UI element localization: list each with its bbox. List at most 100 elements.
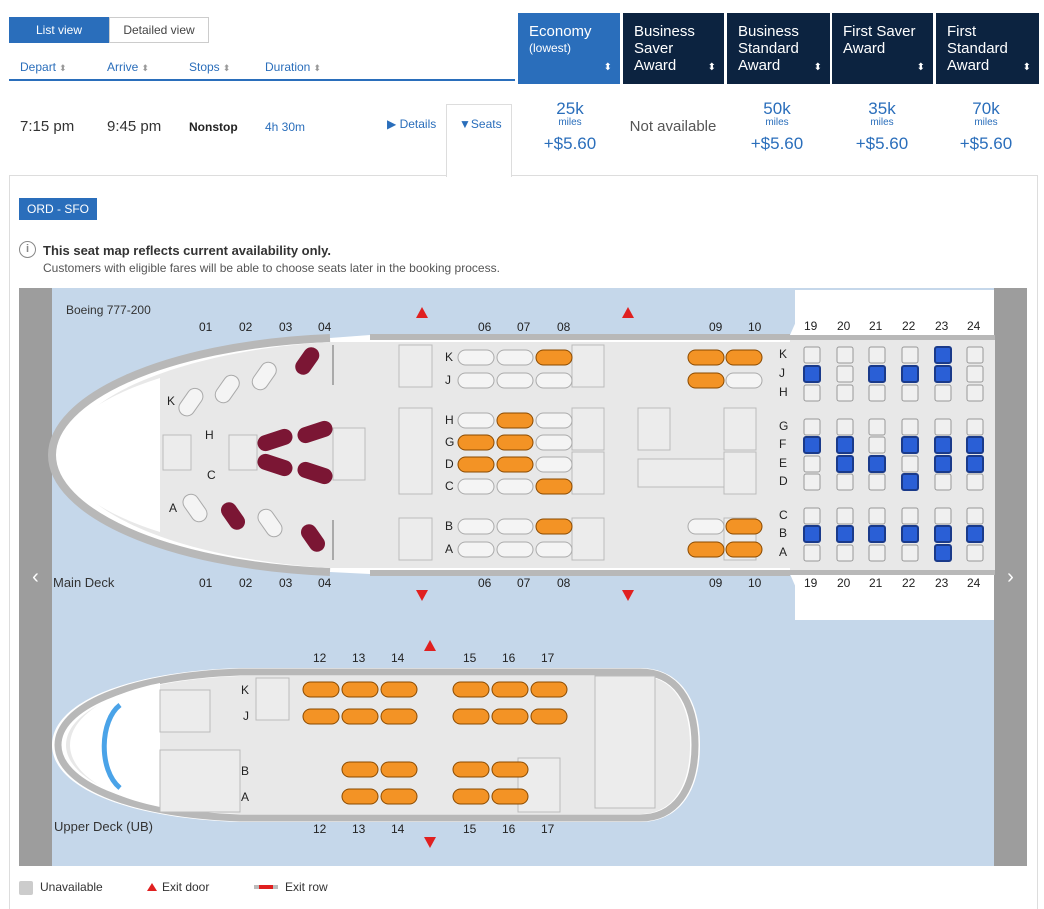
seat-first-unavailable[interactable] — [218, 499, 248, 533]
seat-first-unavailable[interactable] — [295, 419, 334, 445]
seat-available[interactable] — [725, 541, 763, 558]
seat-available[interactable] — [380, 681, 418, 698]
scroll-left-button[interactable]: ‹ — [19, 288, 52, 866]
sort-stops[interactable]: Stops⬍ — [189, 60, 230, 74]
seat-first-blocked — [251, 361, 277, 391]
row-label: 10 — [748, 320, 762, 334]
seat-available[interactable] — [901, 525, 919, 543]
seat-available[interactable] — [452, 761, 490, 778]
seat-available[interactable] — [491, 681, 529, 698]
row-label: A — [445, 542, 454, 556]
fare-header-first-saver[interactable]: First Saver Award ⬍ — [832, 13, 933, 84]
seat-available[interactable] — [687, 372, 725, 389]
price-economy[interactable]: 25k miles +$5.60 — [520, 100, 620, 154]
seat-available[interactable] — [535, 518, 573, 535]
seat-available[interactable] — [966, 436, 984, 454]
fare-header-business-standard[interactable]: Business Standard Award ⬍ — [727, 13, 830, 84]
seat-first-unavailable[interactable] — [298, 521, 328, 555]
seat-unavailable — [966, 544, 984, 562]
seat-available[interactable] — [868, 525, 886, 543]
seat-first-unavailable[interactable] — [295, 460, 334, 486]
seat-available[interactable] — [725, 518, 763, 535]
closet — [162, 434, 192, 471]
seat-available[interactable] — [496, 412, 534, 429]
price-first-saver[interactable]: 35k miles +$5.60 — [832, 100, 932, 154]
seat-available[interactable] — [535, 349, 573, 366]
seat-available[interactable] — [966, 455, 984, 473]
seat-available[interactable] — [302, 681, 340, 698]
seat-available[interactable] — [491, 788, 529, 805]
row-label: 14 — [391, 651, 405, 665]
price-unit: miles — [765, 117, 789, 128]
galley — [594, 675, 656, 809]
seat-available[interactable] — [836, 455, 854, 473]
scroll-right-button[interactable]: › — [994, 288, 1027, 866]
seat-available[interactable] — [496, 456, 534, 473]
seat-available[interactable] — [341, 788, 379, 805]
seats-tab[interactable] — [446, 104, 512, 177]
seat-available[interactable] — [452, 708, 490, 725]
seat-available[interactable] — [725, 349, 763, 366]
seat-available[interactable] — [901, 436, 919, 454]
exit-door-icon — [424, 837, 436, 848]
seat-available[interactable] — [901, 365, 919, 383]
legend-exit-row: Exit row — [285, 880, 328, 894]
seat-available[interactable] — [803, 365, 821, 383]
seat-available[interactable] — [302, 708, 340, 725]
price-business-standard[interactable]: 50k miles +$5.60 — [727, 100, 827, 154]
seat-available[interactable] — [380, 708, 418, 725]
seat-unavailable — [868, 346, 886, 364]
detailed-view-toggle[interactable]: Detailed view — [109, 17, 209, 43]
seat-available[interactable] — [803, 525, 821, 543]
seat-first-unavailable[interactable] — [292, 344, 322, 378]
seat-available[interactable] — [901, 473, 919, 491]
sort-depart[interactable]: Depart⬍ — [20, 60, 67, 74]
seat-available[interactable] — [535, 478, 573, 495]
seat-available[interactable] — [868, 365, 886, 383]
seat-available[interactable] — [341, 761, 379, 778]
seat-available[interactable] — [934, 436, 952, 454]
seat-available[interactable] — [687, 541, 725, 558]
seat-first-unavailable[interactable] — [255, 452, 294, 478]
seat-available[interactable] — [380, 761, 418, 778]
seat-available[interactable] — [803, 436, 821, 454]
seat-available[interactable] — [341, 708, 379, 725]
seat-available[interactable] — [496, 434, 534, 451]
seat-available[interactable] — [934, 346, 952, 364]
seat-available[interactable] — [934, 365, 952, 383]
seat-available[interactable] — [836, 525, 854, 543]
fare-header-business-saver[interactable]: Business Saver Award ⬍ — [623, 13, 724, 84]
seat-available[interactable] — [934, 544, 952, 562]
seat-available[interactable] — [530, 708, 568, 725]
seat-available[interactable] — [491, 708, 529, 725]
seat-available[interactable] — [934, 525, 952, 543]
seat-unavailable — [966, 418, 984, 436]
seats-link[interactable]: ▼Seats — [459, 117, 502, 131]
seat-available[interactable] — [452, 681, 490, 698]
seat-available[interactable] — [491, 761, 529, 778]
list-view-toggle[interactable]: List view — [9, 17, 109, 43]
details-link[interactable]: ▶ Details — [387, 117, 436, 131]
fare-header-economy[interactable]: Economy (lowest) ⬍ — [518, 13, 620, 84]
duration: 4h 30m — [265, 120, 306, 134]
sort-arrive[interactable]: Arrive⬍ — [107, 60, 149, 74]
seat-available[interactable] — [868, 455, 886, 473]
seat-available[interactable] — [341, 681, 379, 698]
seat-available[interactable] — [380, 788, 418, 805]
lavatory — [398, 344, 433, 388]
seat-available[interactable] — [457, 456, 495, 473]
seat-available[interactable] — [452, 788, 490, 805]
seat-available[interactable] — [966, 525, 984, 543]
fare-header-first-standard[interactable]: First Standard Award ⬍ — [936, 13, 1039, 84]
storage — [159, 749, 241, 813]
seat-available[interactable] — [530, 681, 568, 698]
seat-first-unavailable[interactable] — [255, 427, 294, 453]
price-not-available: Not available — [629, 118, 717, 135]
seat-available[interactable] — [934, 455, 952, 473]
sort-duration[interactable]: Duration⬍ — [265, 60, 321, 74]
seat-unavailable — [966, 507, 984, 525]
seat-available[interactable] — [457, 434, 495, 451]
seat-available[interactable] — [836, 436, 854, 454]
seat-available[interactable] — [687, 349, 725, 366]
price-first-standard[interactable]: 70k miles +$5.60 — [936, 100, 1036, 154]
